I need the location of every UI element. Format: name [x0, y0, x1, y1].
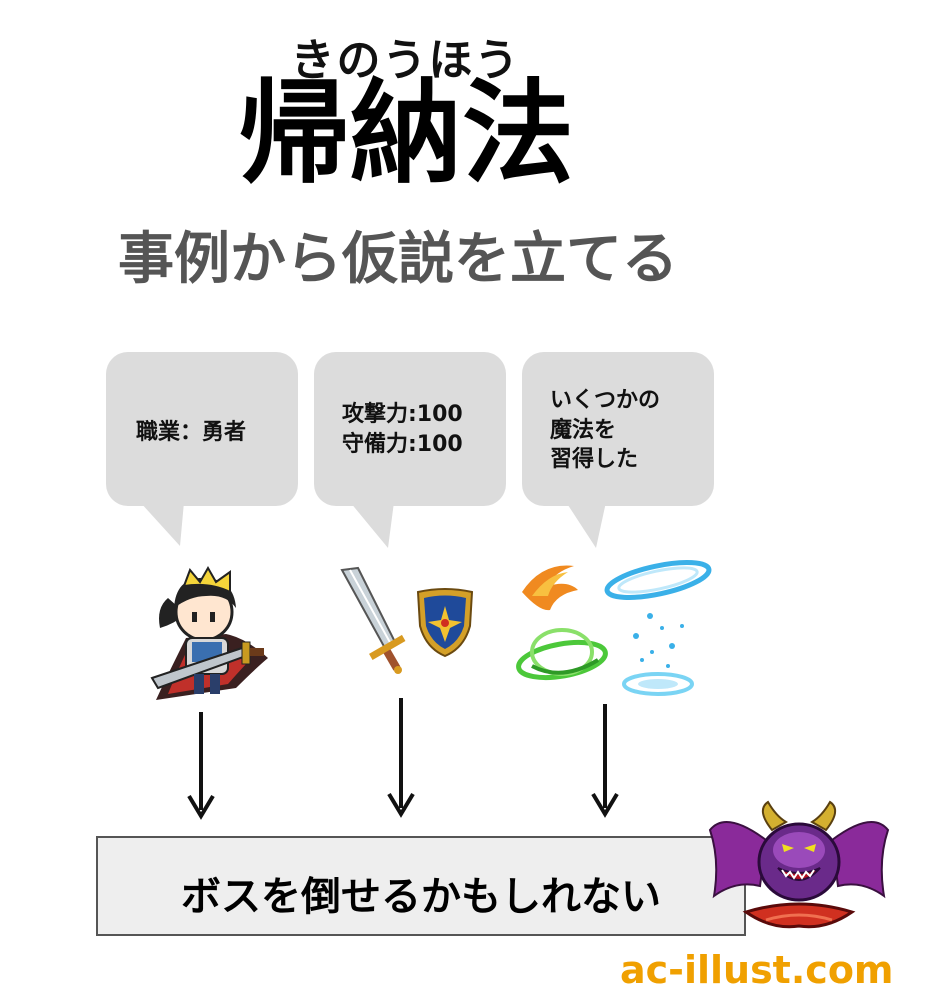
arrow-down-icon	[187, 712, 215, 820]
demon-boss-icon	[708, 800, 890, 929]
bubble-tail	[140, 502, 184, 546]
page-subtitle: 事例から仮説を立てる	[118, 227, 678, 292]
arrow-down-icon	[591, 704, 619, 818]
arrow-down-icon	[387, 698, 415, 818]
speech-bubble-job: 職業：勇者	[106, 352, 298, 506]
bubble-line: 攻撃力:100	[342, 402, 463, 427]
bubble-line: 職業：勇者	[136, 420, 247, 445]
shield-icon	[416, 588, 474, 658]
bubble-line: 守備力:100	[342, 431, 463, 457]
hero-character-icon	[150, 565, 268, 700]
page-title: 帰納法	[238, 69, 574, 199]
speech-bubble-magic: いくつかの 魔法を 習得した	[522, 352, 714, 506]
bubble-tail	[566, 502, 606, 548]
bubble-tail	[350, 502, 394, 548]
bubble-line: 習得した	[550, 447, 639, 473]
conclusion-box: ボスを倒せるかもしれない	[96, 836, 746, 936]
title-reading: きのうほう	[290, 35, 521, 86]
bubble-line: 魔法を	[550, 417, 617, 443]
sword-icon	[340, 566, 406, 674]
speech-bubble-stats: 攻撃力:100 守備力:100	[314, 352, 506, 506]
conclusion-text: ボスを倒せるかもしれない	[181, 874, 661, 920]
credit-text: ac-illust.com	[620, 948, 894, 992]
bubble-line: いくつかの	[550, 388, 661, 413]
magic-effects-icon	[516, 560, 712, 696]
